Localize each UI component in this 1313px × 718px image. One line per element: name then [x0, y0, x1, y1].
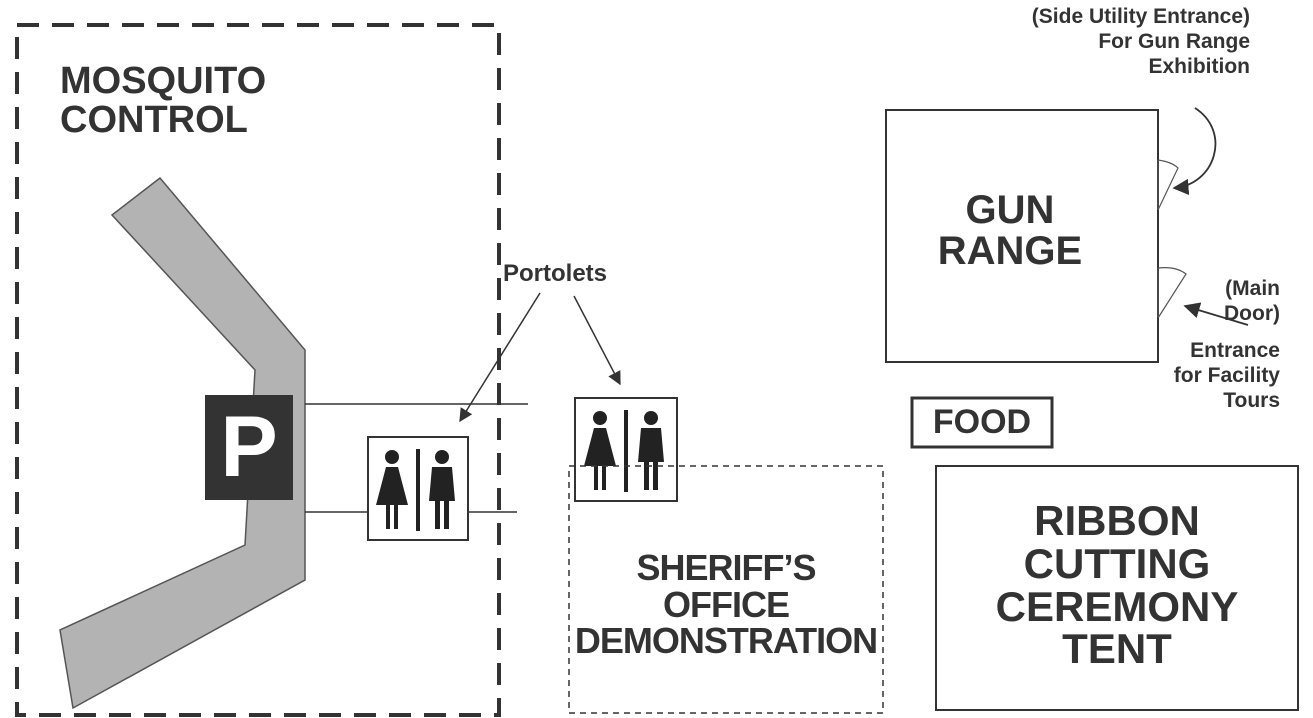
main-door-icon	[1157, 267, 1187, 319]
restroom-sign-icon	[574, 397, 678, 502]
portolets-arrow-left	[459, 292, 541, 423]
main-entrance-arrow	[1183, 302, 1249, 326]
food-box	[910, 396, 1054, 449]
portolets-label: Portolets	[503, 260, 608, 287]
sheriffs-office-label: SHERIFF’S OFFICE DEMONSTRATION	[574, 547, 878, 662]
gun-range-label: GUN RANGE	[937, 188, 1083, 273]
side-utility-entrance-label: (Side Utility Entrance) For Gun Range Ex…	[1031, 5, 1250, 79]
sheriffs-office-boundary	[568, 465, 884, 714]
portolets-arrow-right	[573, 295, 621, 386]
ribbon-cutting-label: RIBBON CUTTING CEREMONY TENT	[995, 497, 1239, 673]
facility-tours-entrance-label: Entrance for Facility Tours	[1173, 339, 1280, 413]
gun-range-building	[885, 109, 1159, 363]
parking-letter: P	[220, 399, 278, 495]
parking-sign-box	[205, 395, 293, 500]
side-entrance-arrow	[1172, 107, 1217, 195]
side-door-icon	[1157, 159, 1179, 211]
main-door-label: (Main Door)	[1224, 277, 1280, 326]
parking-road	[59, 176, 306, 710]
mosquito-control-label: MOSQUITO CONTROL	[60, 60, 267, 141]
food-label: FOOD	[932, 403, 1032, 441]
ribbon-cutting-tent	[935, 465, 1299, 711]
restroom-sign-icon	[367, 436, 469, 541]
mosquito-control-boundary	[15, 23, 501, 717]
